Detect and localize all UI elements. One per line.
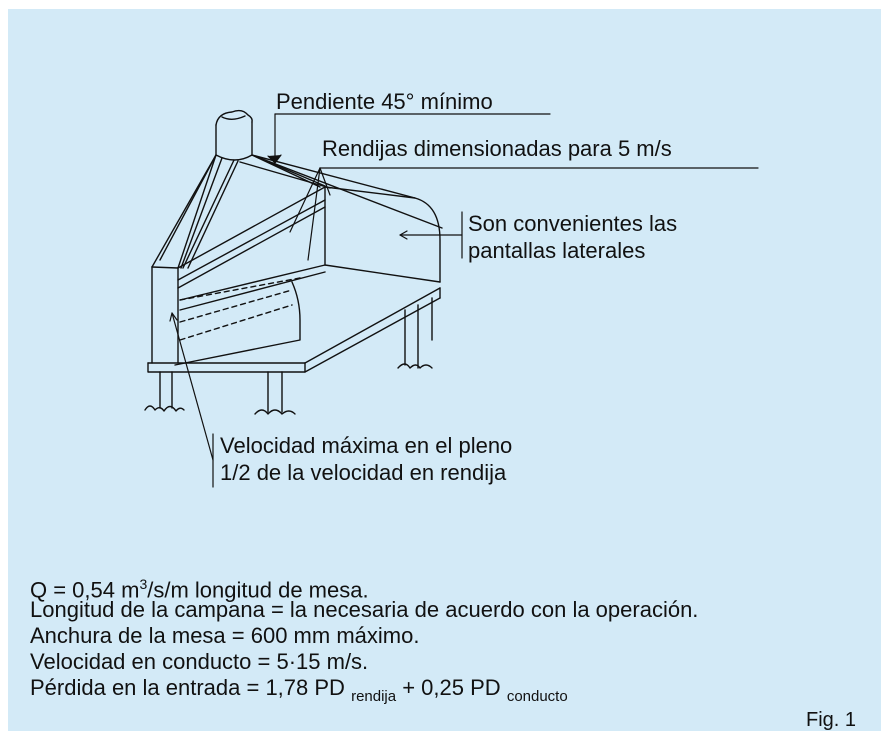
- exhaust-duct: [215, 109, 253, 161]
- plenum-annotation-line1: Velocidad máxima en el pleno: [220, 433, 513, 458]
- entry-loss-prefix: Pérdida en la entrada = 1,78 PD: [30, 675, 345, 700]
- entry-loss-formula: Pérdida en la entrada = 1,78 PD rendija …: [30, 675, 568, 706]
- hood-body: [151, 154, 441, 366]
- side-panels-annotation-line2: pantallas laterales: [468, 238, 646, 263]
- flow-rate-formula: Q = 0,54 m3/s/m longitud de mesa.: [30, 572, 369, 602]
- plenum-annotation-line2: 1/2 de la velocidad en rendija: [220, 460, 507, 485]
- figure-panel: [8, 9, 881, 731]
- plenum-taper: [151, 154, 443, 269]
- figure-label: Fig. 1: [806, 709, 857, 731]
- table-width-formula: Anchura de la mesa = 600 mm máximo.: [30, 623, 420, 648]
- flow-rate-suffix: /s/m longitud de mesa.: [147, 577, 369, 603]
- entry-loss-sub-slot: rendija: [351, 688, 397, 705]
- entry-loss-sub-duct: conducto: [506, 688, 568, 705]
- duct-velocity-formula: Velocidad en conducto = 5·15 m/s.: [30, 649, 369, 674]
- slope-annotation: Pendiente 45° mínimo: [276, 89, 493, 114]
- flow-rate-prefix: Q = 0,54 m: [30, 577, 140, 603]
- leader-lines: [169, 113, 759, 488]
- hood-length-formula: Longitud de la campana = la necesaria de…: [30, 597, 699, 622]
- table: [144, 287, 441, 415]
- side-panels-annotation-line1: Son convenientes las: [468, 211, 678, 236]
- slots-annotation: Rendijas dimensionadas para 5 m/s: [322, 136, 672, 161]
- entry-loss-middle: + 0,25 PD: [396, 675, 501, 700]
- flow-rate-exponent: 3: [139, 576, 148, 592]
